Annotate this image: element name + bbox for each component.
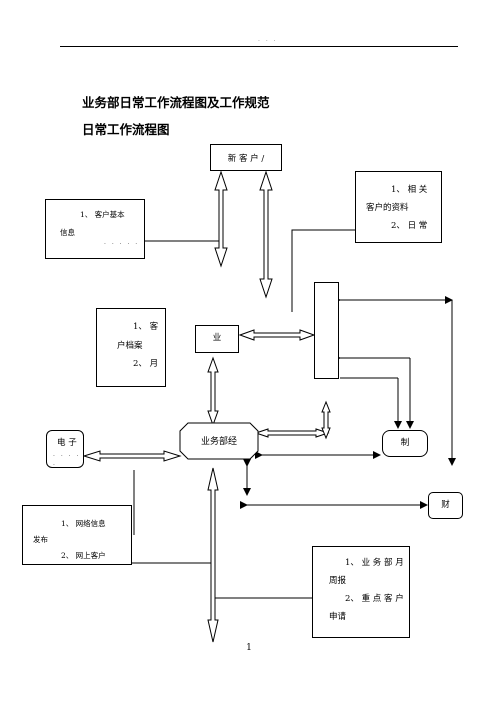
customer-info-line1: 1、 客户基本 <box>80 210 125 219</box>
manager-label: 业务部经 <box>200 437 237 447</box>
page-title: 业务部日常工作流程图及工作规范 <box>82 95 270 110</box>
double-arrow-ye-manager <box>207 356 219 427</box>
weekly-report-line2: 周报 <box>329 575 347 586</box>
manager-octagon <box>179 422 259 460</box>
double-arrow-manager-down <box>207 467 219 643</box>
header-rule <box>60 46 458 47</box>
double-arrow-manager-right <box>254 428 330 438</box>
customer-docs-line1: 1、 相 关 <box>391 185 428 195</box>
electronic-line1: 电 子 <box>57 438 77 448</box>
weekly-report-line4: 申请 <box>329 611 347 622</box>
customer-info-line2: 信息 <box>60 227 75 237</box>
electronic-dots: . . . . . <box>53 451 81 468</box>
header-dots: . . . <box>258 36 278 43</box>
customer-info-dots: . . . . . <box>104 239 140 247</box>
customer-file-line1: 1、 客 <box>133 322 159 332</box>
network-line2: 发布 <box>33 534 48 544</box>
customer-file-line3: 2、 月 <box>133 359 159 370</box>
customer-file-box: 1、 客 户档案 2、 月 <box>96 308 166 387</box>
network-line1: 1、 网络信息 <box>61 519 106 528</box>
weekly-report-box: 1、 业 务 部 月 周报 2、 重 点 客 户 申请 <box>312 546 410 638</box>
section-title: 日常工作流程图 <box>82 122 170 137</box>
ye-box: 业 <box>195 325 239 353</box>
cai-box: 财 <box>428 492 463 519</box>
customer-file-line2: 户档案 <box>117 340 143 351</box>
zhi-box: 制 <box>382 430 428 457</box>
customer-docs-line3: 2、 日 常 <box>391 220 428 231</box>
double-arrow-right-vertical <box>259 170 273 299</box>
double-arrow-small-vertical <box>321 400 331 440</box>
new-customer-box: 新 客 户 / <box>210 144 282 171</box>
tall-rect-box <box>314 282 339 379</box>
weekly-report-line3: 2、 重 点 客 户 <box>345 593 404 604</box>
electronic-box: 电 子 . . . . . <box>46 430 84 468</box>
network-line3: 2、 网上客户 <box>61 550 106 560</box>
customer-docs-line2: 客户的资料 <box>366 202 409 213</box>
page-number: 1 <box>246 643 252 653</box>
double-arrow-electronic-manager <box>82 450 182 462</box>
weekly-report-line1: 1、 业 务 部 月 <box>345 558 404 568</box>
double-arrow-left-vertical <box>214 170 228 268</box>
network-box: 1、 网络信息 发布 2、 网上客户 <box>22 505 132 565</box>
customer-docs-box: 1、 相 关 客户的资料 2、 日 常 <box>355 171 442 243</box>
double-arrow-ye-right <box>238 329 316 341</box>
customer-info-box: 1、 客户基本 信息 . . . . . <box>45 199 145 259</box>
